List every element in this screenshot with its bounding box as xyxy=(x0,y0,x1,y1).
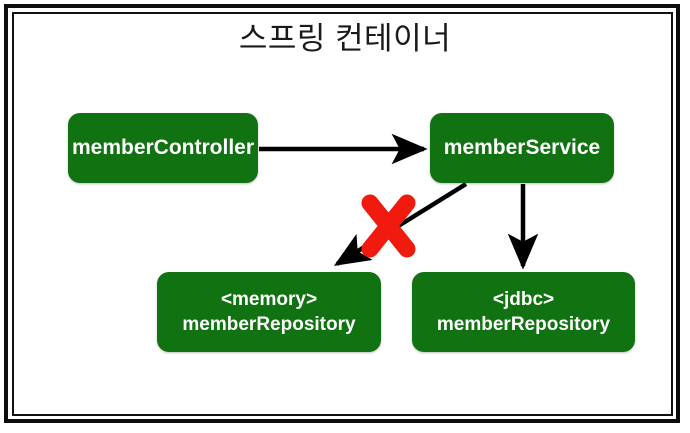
node-memory-member-repository-qualifier: <memory> xyxy=(220,289,318,310)
node-memory-member-repository[interactable]: <memory> memberRepository xyxy=(157,272,381,352)
node-memory-member-repository-label: memberRepository xyxy=(182,314,356,335)
node-jdbc-member-repository-qualifier: <jdbc> xyxy=(492,289,555,310)
node-member-controller-label: memberController xyxy=(71,136,255,159)
node-member-controller[interactable]: memberController xyxy=(68,113,258,183)
diagram-inner-frame xyxy=(12,12,673,416)
node-jdbc-member-repository-label: memberRepository xyxy=(436,314,611,335)
node-member-service[interactable]: memberService xyxy=(430,113,614,183)
node-member-service-label: memberService xyxy=(443,136,601,159)
diagram-title: 스프링 컨테이너 xyxy=(238,21,452,56)
node-jdbc-member-repository[interactable]: <jdbc> memberRepository xyxy=(412,272,635,352)
